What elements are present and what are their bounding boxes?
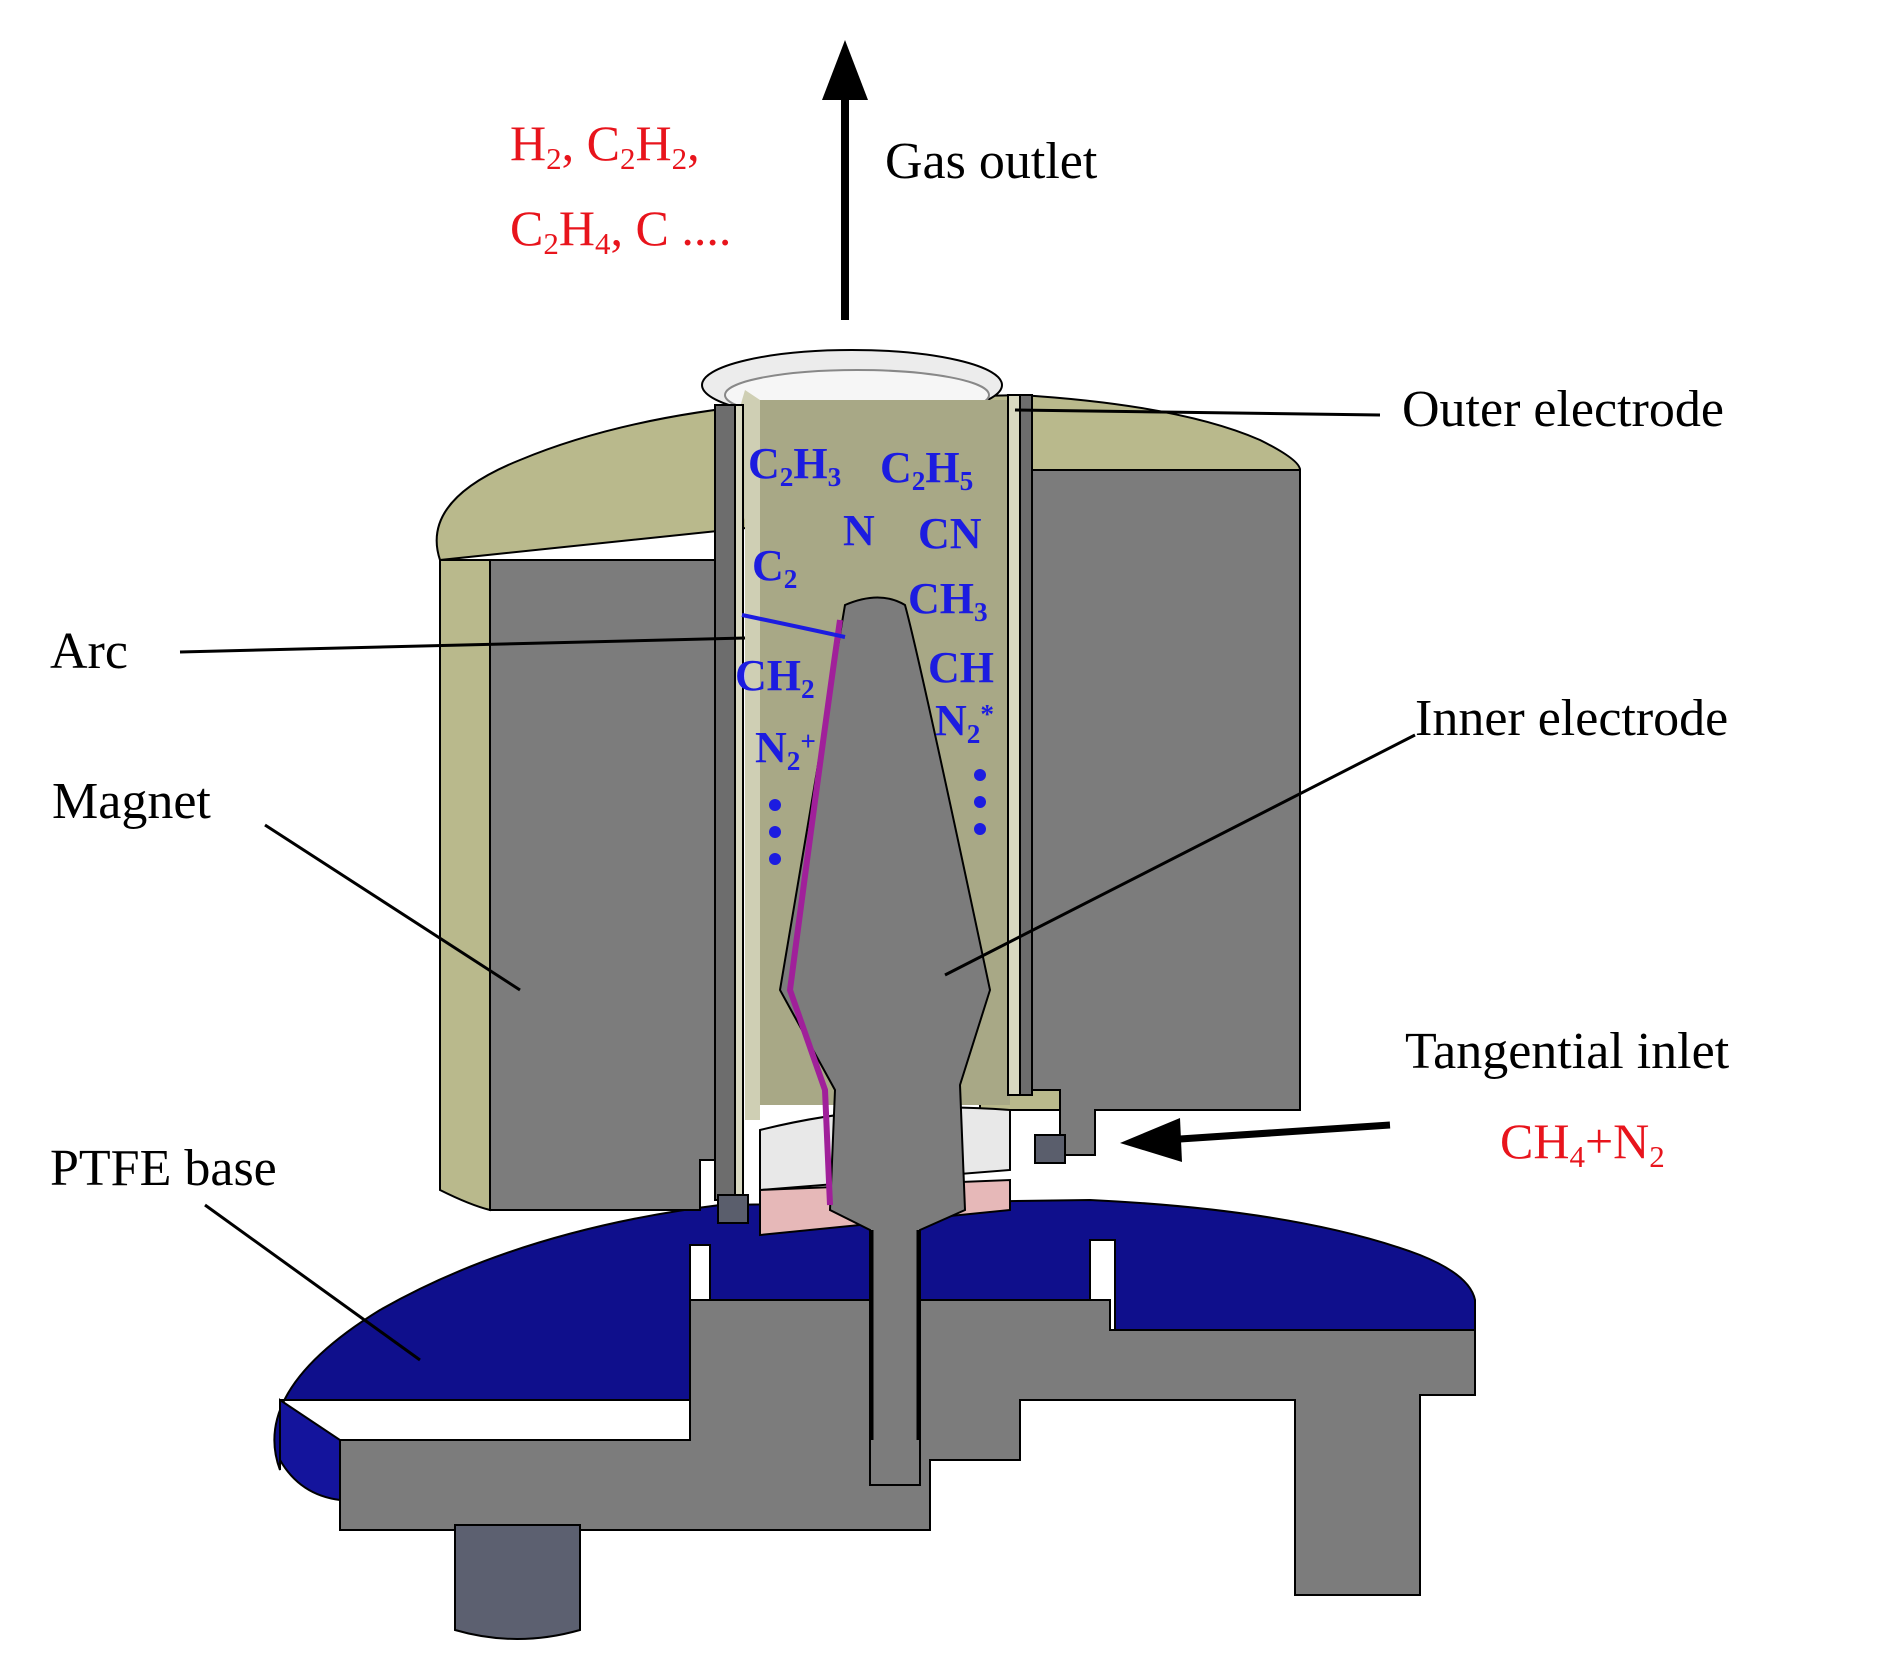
ptfe-base-leader [204, 1203, 421, 1362]
seal-left [717, 1194, 749, 1224]
magnet [435, 393, 1302, 1212]
base-support-post [454, 1524, 581, 1640]
species-cn: CN [918, 509, 982, 558]
species-c2: C2 [752, 541, 797, 594]
magnet-label: Magnet [52, 773, 211, 830]
tangential-inlet-arrow [1120, 1118, 1391, 1162]
species-c2h3: C2H3 [748, 439, 841, 492]
species-n2-star: N2* [935, 696, 994, 749]
species-ch3: CH3 [908, 574, 988, 627]
species-ellipsis-right [974, 769, 986, 835]
outer-electrode-leader [1014, 408, 1381, 417]
arc-label: Arc [50, 623, 128, 680]
magnet-left-section [489, 559, 731, 1211]
species-ch2: CH2 [735, 651, 815, 704]
magnet-right-section [1029, 469, 1301, 1156]
products-line-1: H2, C2H2, [510, 115, 700, 176]
feed-gas-label: CH4+N2 [1500, 1113, 1665, 1174]
tangential-inlet-label: Tangential inlet [1405, 1023, 1730, 1080]
arc-leader [179, 636, 746, 654]
magnet-leader [264, 823, 521, 992]
arc-discharge [786, 619, 843, 1206]
inner-electrode-leader [944, 733, 1416, 977]
species-n2-plus: N2+ [755, 723, 816, 776]
ptfe-base-label: PTFE base [50, 1140, 277, 1197]
gas-outlet-arrow [822, 40, 868, 320]
outer-electrode-label: Outer electrode [1402, 381, 1724, 438]
species-ch: CH [928, 643, 994, 692]
species-ellipsis-left [769, 799, 781, 865]
species-n: N [843, 506, 875, 555]
gas-outlet-label: Gas outlet [885, 133, 1098, 190]
species-c2h5: C2H5 [880, 443, 973, 496]
inner-electrode-label: Inner electrode [1415, 690, 1728, 747]
inner-electrode [778, 596, 992, 1486]
products-line-2: C2H4, C .... [510, 200, 731, 261]
seal-right [1034, 1134, 1066, 1164]
